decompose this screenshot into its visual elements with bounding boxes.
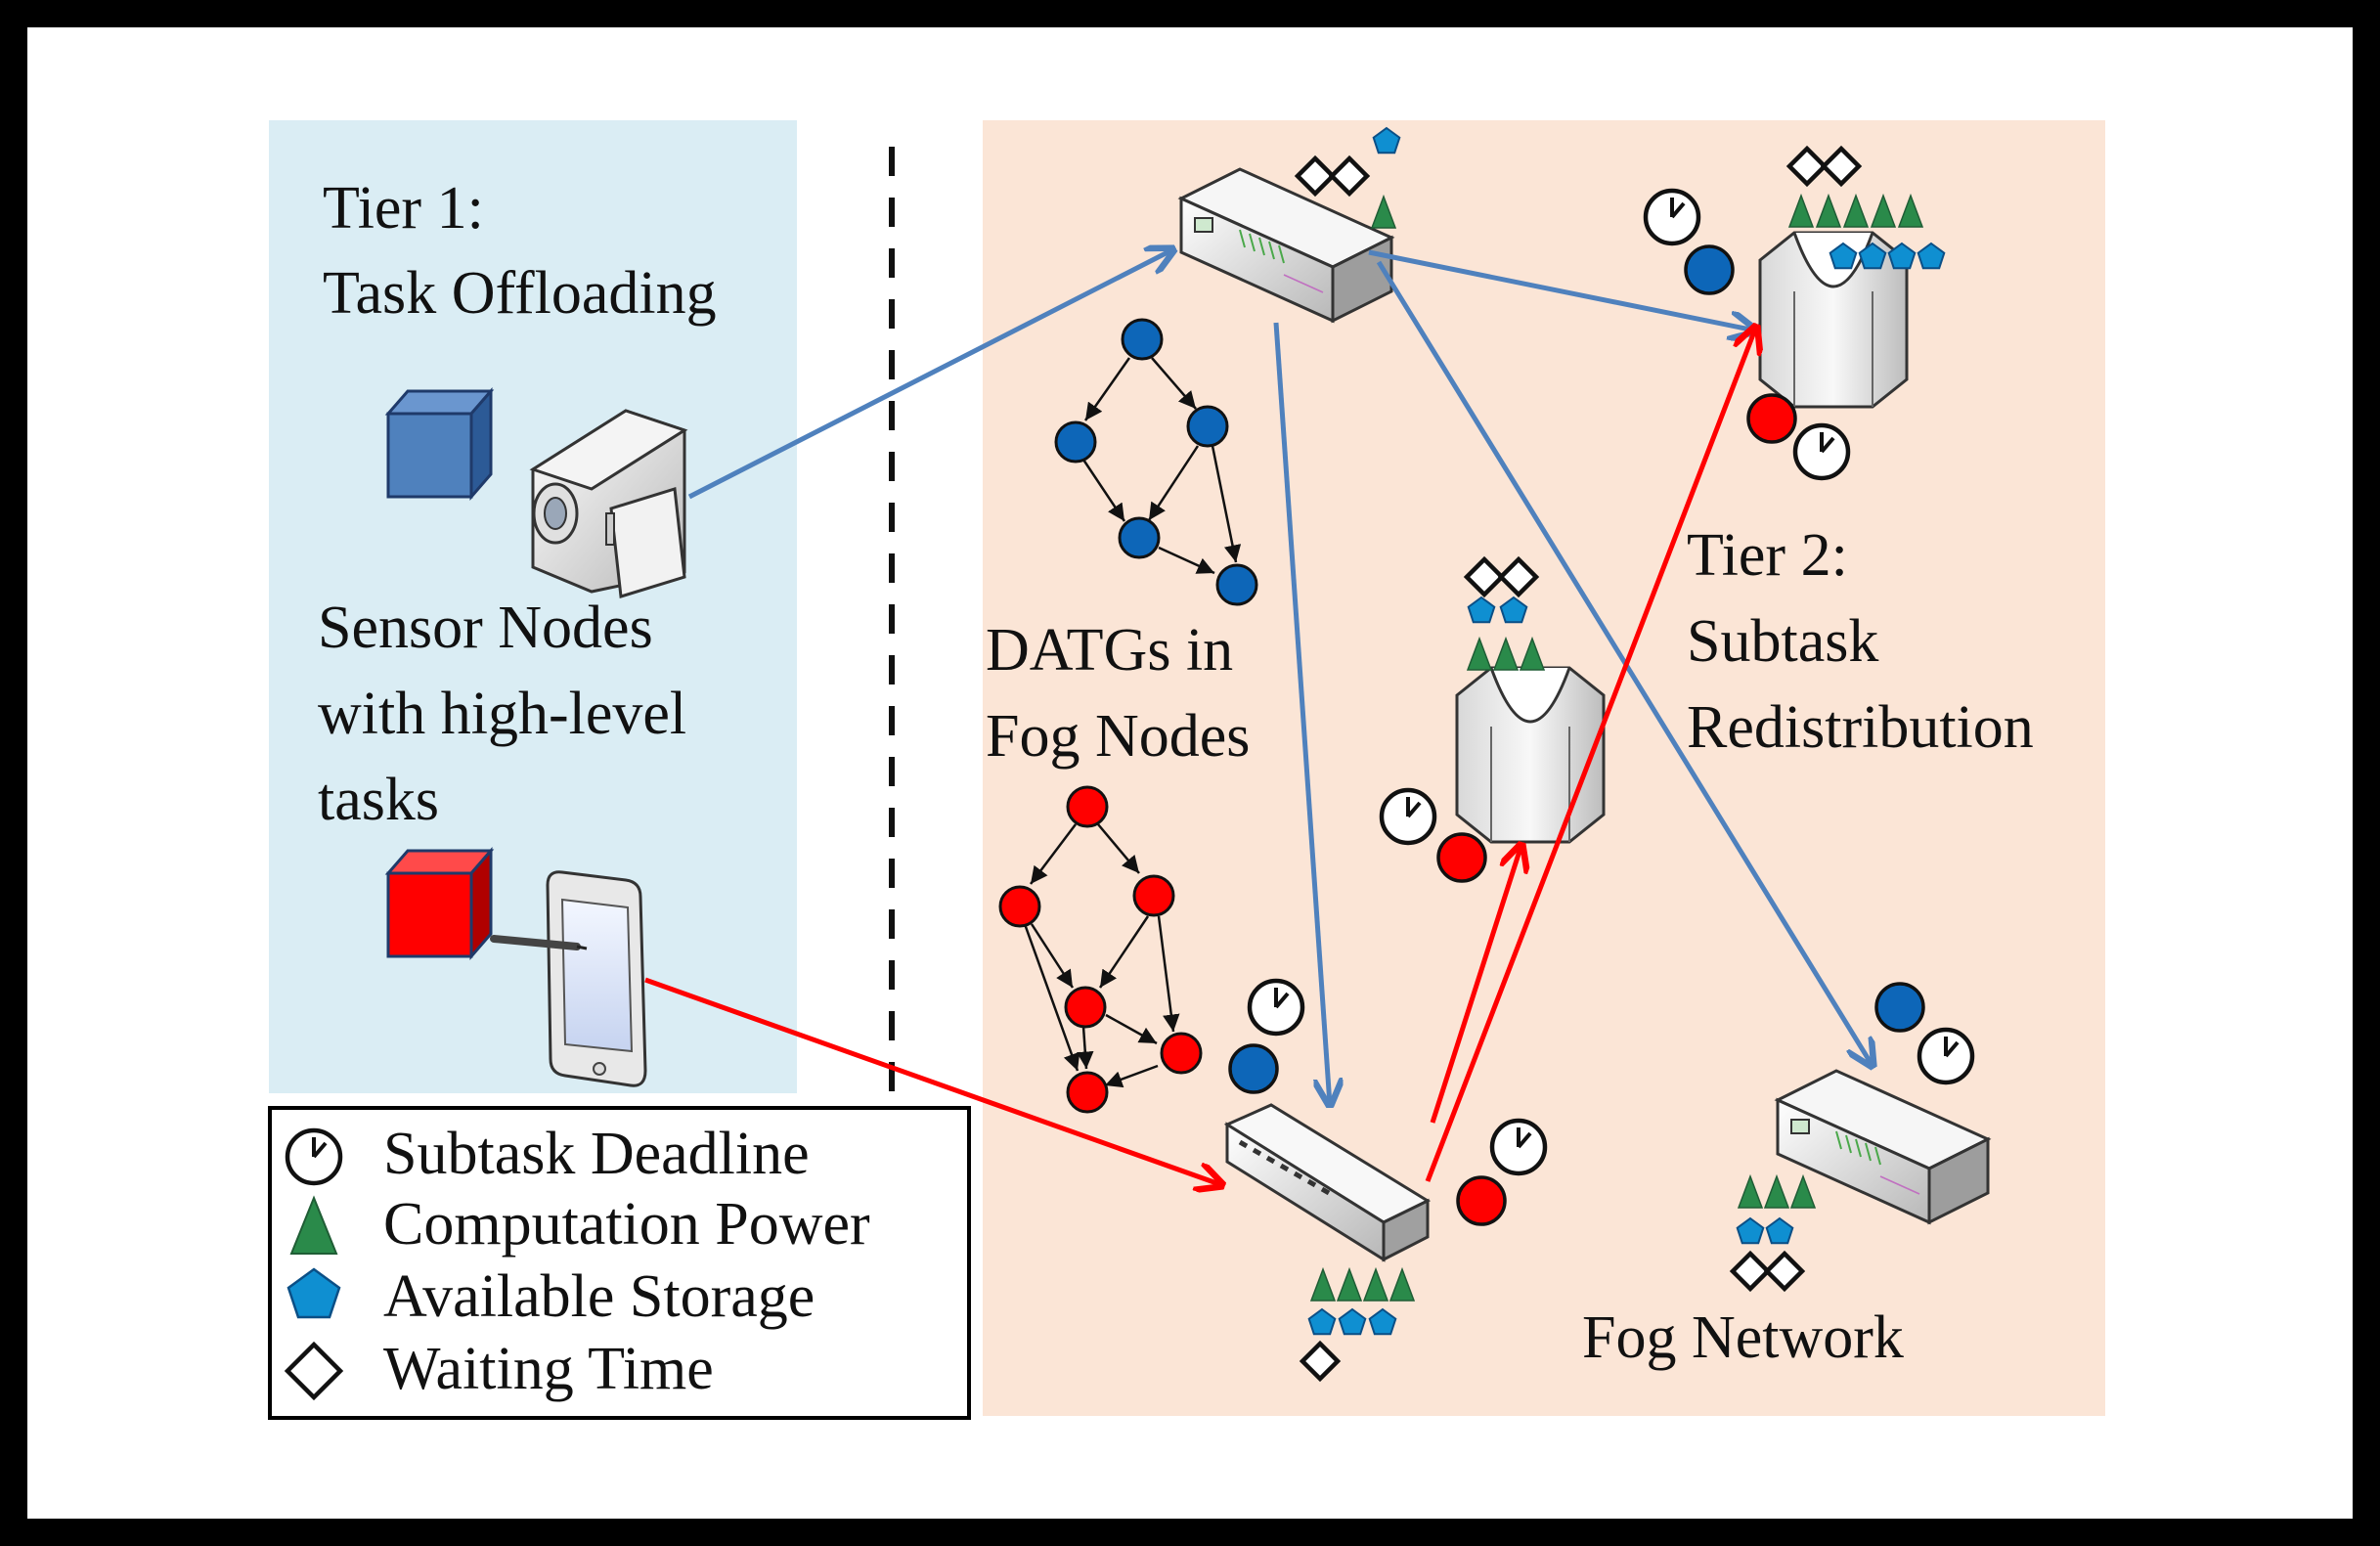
red-flow-arrows	[644, 327, 1756, 1185]
sensor-label-line1: Sensor Nodes	[318, 595, 653, 661]
blue-task-cube	[384, 386, 495, 502]
datg-red-graph	[1023, 823, 1180, 1088]
switch-resources	[1228, 981, 1545, 1379]
legend-label-waiting: Waiting Time	[383, 1336, 714, 1402]
legend-pentagon-icon	[286, 1267, 341, 1319]
datg-blue-nodes	[1054, 318, 1258, 606]
legend-label-deadline: Subtask Deadline	[383, 1121, 810, 1187]
datg-red-nodes	[998, 785, 1203, 1114]
fog-switch	[1223, 1103, 1432, 1262]
legend-clock-icon	[287, 1130, 340, 1183]
tier1-panel	[269, 120, 797, 1093]
arrow-tablet-to-switch	[644, 977, 1222, 1185]
arrow-server-to-switch	[1273, 322, 1330, 1105]
datg-blue-graph	[1081, 357, 1242, 575]
sensor-label-line3: tasks	[318, 767, 439, 833]
tier2-title-line2: Subtask	[1687, 608, 1878, 675]
arrow-server-to-cup	[1368, 249, 1755, 331]
tier2-title-line3: Redistribution	[1687, 694, 2034, 761]
tier1-title-line1: Tier 1:	[323, 175, 484, 242]
legend-triangle-icon	[289, 1195, 338, 1255]
datg-label-line1: DATGs in	[986, 617, 1233, 684]
red-task-cube	[384, 846, 495, 961]
sensor-label-line2: with high-level	[318, 681, 686, 747]
datg-label-line2: Fog Nodes	[986, 703, 1250, 770]
cup-middle-resources	[1382, 559, 1545, 883]
legend: Subtask Deadline Computation Power Avail…	[268, 1106, 971, 1420]
arrow-switch-to-cup-right	[1425, 327, 1756, 1182]
arrow-camera-to-server	[687, 249, 1173, 500]
camera-sensor-icon	[529, 409, 688, 598]
legend-box	[268, 1106, 971, 1420]
legend-label-storage: Available Storage	[383, 1263, 815, 1330]
legend-diamond-icon	[284, 1341, 344, 1401]
legend-label-computation: Computation Power	[383, 1191, 870, 1258]
arrow-switch-to-cup-middle	[1430, 845, 1521, 1124]
tier1-title-line2: Task Offloading	[323, 260, 717, 327]
cup-right-resources	[1646, 149, 1946, 478]
tablet-sensor-icon	[490, 870, 647, 1087]
fog-network-label: Fog Network	[1582, 1304, 1904, 1371]
tier2-title-line1: Tier 2:	[1687, 522, 1848, 589]
fog-cup-middle	[1455, 666, 1606, 844]
server-bottom-resources	[1733, 982, 1972, 1289]
